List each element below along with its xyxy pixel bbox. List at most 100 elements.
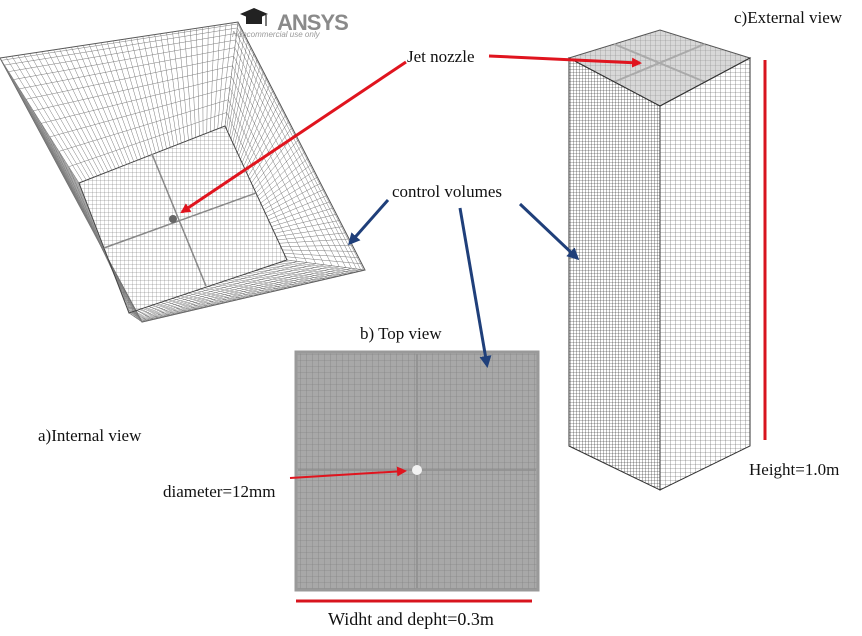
mesh-line bbox=[140, 268, 357, 322]
mesh-line bbox=[246, 108, 283, 174]
external-view-mesh bbox=[567, 29, 752, 491]
mesh-line bbox=[229, 87, 316, 264]
mesh-line bbox=[226, 28, 242, 130]
mesh-line bbox=[41, 76, 232, 124]
mesh-line bbox=[271, 207, 334, 227]
mesh-line bbox=[58, 99, 229, 152]
mesh-line bbox=[260, 164, 312, 204]
internal-nozzle-dot bbox=[169, 215, 177, 223]
mesh-line bbox=[71, 47, 124, 166]
mesh-line bbox=[221, 22, 233, 128]
mesh-line bbox=[233, 56, 340, 267]
mesh-line bbox=[141, 269, 361, 322]
mesh-line bbox=[282, 249, 356, 252]
mesh-line bbox=[258, 158, 309, 200]
mesh-line bbox=[237, 23, 364, 270]
mesh-line bbox=[19, 47, 235, 90]
mesh-line bbox=[283, 253, 359, 258]
mesh-line bbox=[227, 34, 245, 133]
mesh-line bbox=[142, 36, 167, 149]
mesh-line bbox=[269, 201, 331, 224]
mesh-line bbox=[77, 46, 127, 165]
mesh-line bbox=[268, 195, 327, 221]
mesh-line bbox=[112, 40, 149, 156]
mesh-line bbox=[29, 53, 98, 176]
mesh-line bbox=[210, 25, 215, 132]
mesh-line bbox=[26, 56, 234, 100]
mesh-line bbox=[226, 112, 298, 262]
mesh-line bbox=[190, 29, 197, 138]
mesh-line bbox=[230, 76, 325, 265]
mesh-line bbox=[244, 102, 280, 170]
mesh-line bbox=[213, 24, 221, 131]
mesh-line bbox=[100, 42, 142, 159]
mesh-line bbox=[274, 220, 340, 234]
mesh-line bbox=[138, 267, 346, 321]
diameter-label: diameter=12mm bbox=[163, 482, 276, 501]
mesh-line bbox=[13, 39, 236, 80]
mesh-line bbox=[130, 38, 160, 152]
mesh-line bbox=[224, 21, 239, 127]
ansys-logo bbox=[240, 8, 268, 26]
mesh-line bbox=[68, 112, 227, 167]
mesh-line bbox=[8, 33, 237, 72]
top-view-nozzle-dot bbox=[412, 465, 422, 475]
ansys-notice: Noncommercial use only bbox=[232, 30, 320, 39]
mesh-line bbox=[202, 27, 204, 135]
mesh-line bbox=[240, 83, 270, 160]
mesh-line bbox=[23, 54, 94, 178]
mesh-line bbox=[172, 31, 186, 142]
mesh-line bbox=[237, 27, 361, 270]
mesh-line bbox=[234, 59, 258, 147]
jet-nozzle-label: Jet nozzle bbox=[407, 47, 475, 66]
external-view-label: c)External view bbox=[734, 8, 843, 27]
mesh-line bbox=[232, 65, 333, 266]
control-volumes-arrow-top bbox=[458, 207, 492, 368]
mesh-line bbox=[53, 49, 113, 171]
mesh-line bbox=[59, 48, 116, 169]
mesh-line bbox=[41, 51, 105, 174]
mesh-line bbox=[33, 65, 233, 112]
mesh-line bbox=[49, 87, 230, 138]
mesh-line bbox=[128, 312, 143, 323]
top-view-label: b) Top view bbox=[360, 324, 442, 343]
mesh-line bbox=[248, 114, 286, 177]
mesh-line bbox=[124, 39, 156, 154]
mesh-line bbox=[130, 261, 298, 315]
mesh-line bbox=[251, 127, 293, 184]
mesh-line bbox=[266, 189, 324, 217]
mesh-line bbox=[65, 47, 120, 168]
control-volumes-label: control volumes bbox=[392, 182, 503, 201]
mesh-line bbox=[148, 35, 171, 148]
mesh-line bbox=[141, 269, 364, 323]
internal-view-label: a)Internal view bbox=[38, 426, 142, 445]
mesh-line bbox=[249, 121, 290, 180]
mesh-line bbox=[230, 46, 251, 140]
top-view-mesh bbox=[294, 350, 540, 592]
mesh-line bbox=[5, 56, 83, 182]
mesh-line bbox=[232, 52, 255, 143]
mesh-line bbox=[272, 213, 337, 231]
mesh-line bbox=[228, 99, 307, 263]
mesh-line bbox=[17, 55, 91, 179]
mesh-line bbox=[243, 96, 277, 167]
internal-view-mesh bbox=[0, 21, 366, 323]
mesh-line bbox=[206, 26, 209, 134]
control-volumes-arrow-internal bbox=[348, 199, 390, 246]
mesh-line bbox=[89, 44, 134, 162]
mesh-line bbox=[235, 65, 261, 150]
mesh-line bbox=[263, 176, 318, 210]
mesh-line bbox=[178, 30, 189, 141]
mesh-line bbox=[286, 259, 366, 271]
mesh-line bbox=[234, 47, 347, 268]
mesh-line bbox=[265, 182, 321, 214]
mesh-line bbox=[285, 256, 362, 265]
mesh-line bbox=[262, 170, 315, 207]
mesh-line bbox=[47, 50, 109, 172]
height-label: Height=1.0m bbox=[749, 460, 840, 479]
mesh-line bbox=[241, 90, 274, 163]
mesh-line bbox=[94, 43, 138, 161]
mesh-line bbox=[184, 30, 193, 139]
diameter-arrow bbox=[289, 466, 407, 479]
